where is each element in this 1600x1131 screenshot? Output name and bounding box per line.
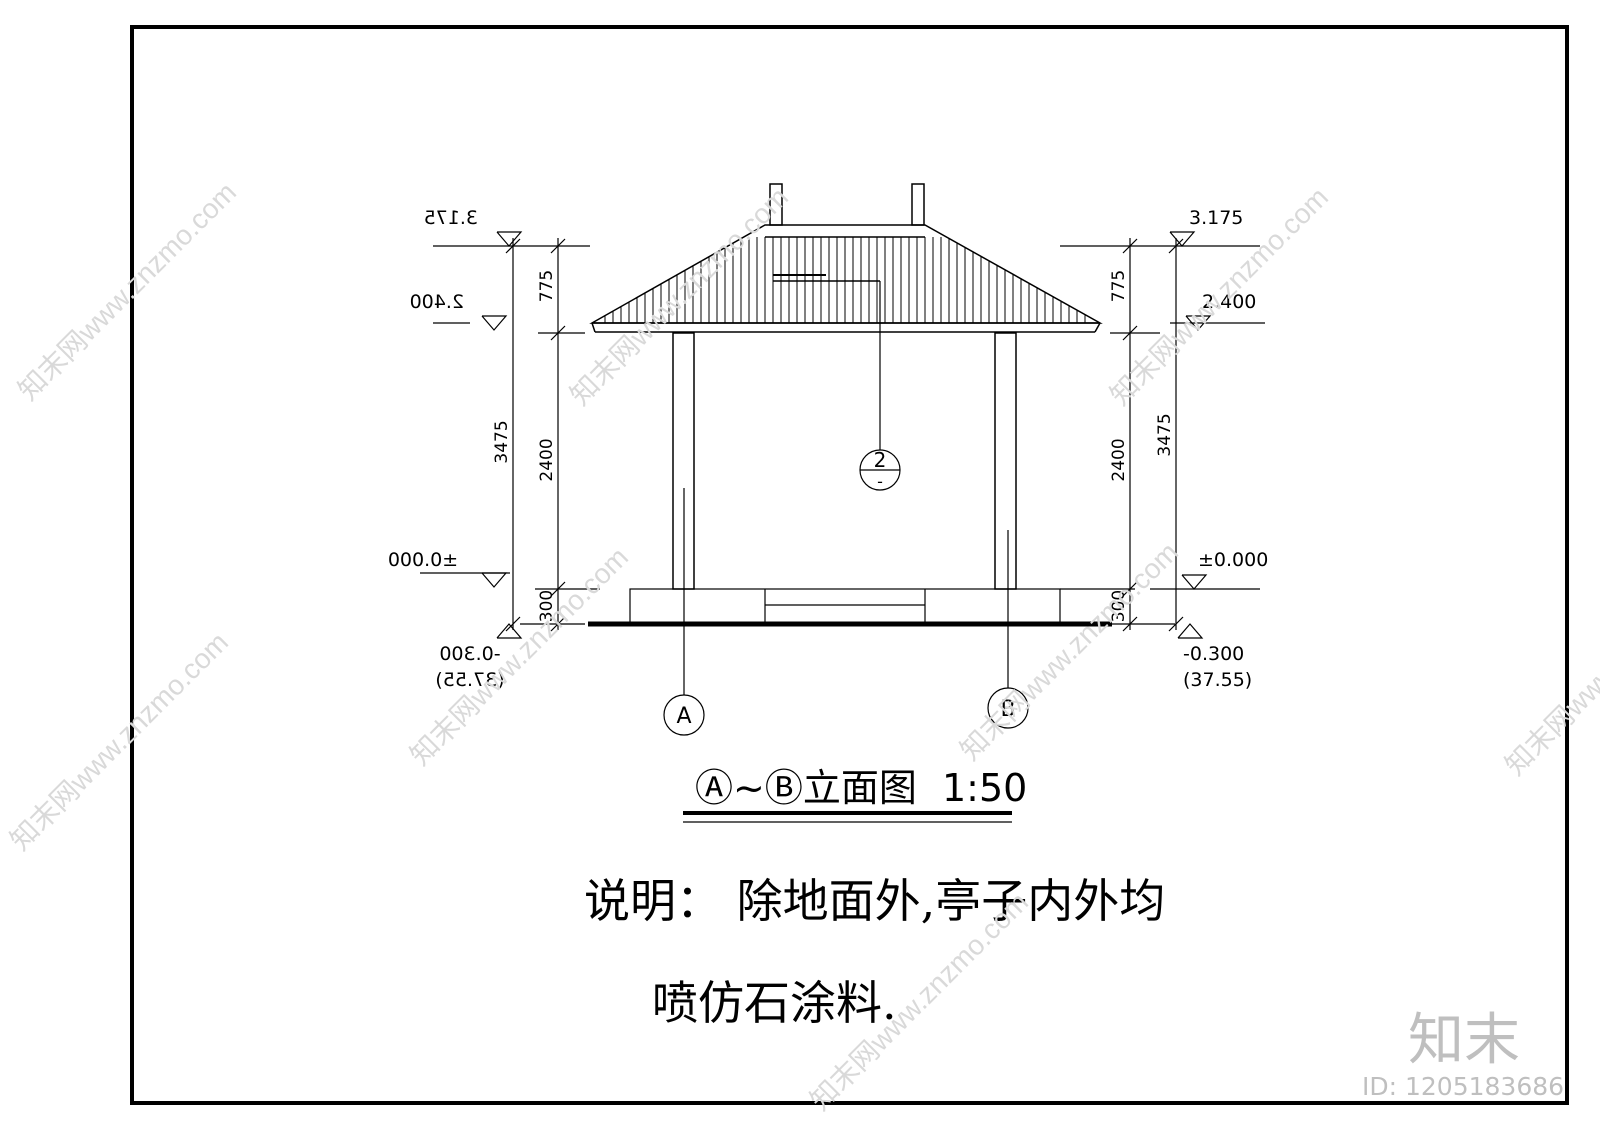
note-line-1: 说明： 除地面外,亭子内外均	[584, 874, 1166, 928]
section-marker-number: 2	[874, 448, 887, 472]
columns	[672, 332, 1017, 590]
right-level-floor: ±0.000	[1198, 549, 1268, 571]
note-line-2: 喷仿石涂料.	[652, 976, 897, 1030]
right-level-ground-abs: (37.55)	[1183, 669, 1252, 691]
left-dim-total: 3475	[492, 420, 512, 463]
axis-lines	[663, 281, 1029, 736]
right-level-roof-top: 3.175	[1189, 207, 1243, 229]
left-level-roof-top: 3.175	[424, 207, 478, 229]
right-level-eave: 2.400	[1202, 291, 1256, 313]
left-level-floor: ±0.000	[388, 549, 458, 571]
brand-id: ID: 1205183686	[1362, 1072, 1565, 1101]
left-level-ground: -0.300	[439, 643, 500, 665]
right-dim-roof: 775	[1109, 270, 1129, 302]
left-level-eave: 2.400	[410, 291, 464, 313]
left-level-ground-abs: (37.55)	[435, 669, 504, 691]
roof	[589, 183, 1103, 333]
right-dimensions	[1060, 231, 1265, 639]
left-dimensions	[420, 231, 600, 639]
left-dim-plinth: 300	[537, 590, 557, 622]
drawing-title: Ⓐ~Ⓑ立面图	[695, 766, 917, 810]
right-level-ground: -0.300	[1183, 643, 1244, 665]
left-dim-column: 2400	[537, 438, 557, 481]
axis-a-label: A	[676, 704, 691, 729]
section-marker-sheet: -	[877, 472, 883, 491]
roof-hatch	[604, 237, 1086, 323]
axis-b-label: B	[1000, 697, 1015, 722]
right-dim-plinth: 300	[1109, 590, 1129, 622]
drawing-border	[130, 25, 1569, 1105]
brand-watermark: 知末	[1408, 1008, 1520, 1073]
plinth	[629, 588, 1061, 624]
drawing-scale: 1:50	[942, 766, 1027, 810]
right-dim-column: 2400	[1109, 438, 1129, 481]
left-dim-roof: 775	[537, 270, 557, 302]
right-dim-total: 3475	[1155, 413, 1175, 456]
